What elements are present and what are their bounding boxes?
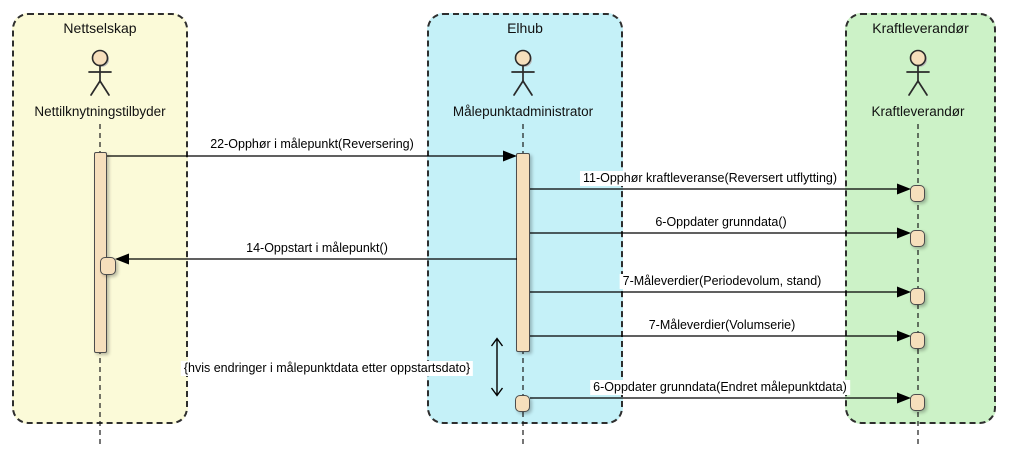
message-label-7: 6-Oppdater grunndata(Endret målepunktdat… bbox=[590, 380, 850, 395]
activation-nettilknytning-nested bbox=[100, 257, 116, 275]
arrowhead-msg7 bbox=[897, 392, 911, 404]
actor-label-kraftleverandor: Kraftleverandør bbox=[871, 104, 965, 119]
interval-double-arrow bbox=[490, 337, 504, 397]
message-label-3: 6-Oppdater grunndata() bbox=[652, 215, 790, 230]
lane-kraftleverandor: Kraftleverandør bbox=[845, 13, 996, 424]
lane-title-elhub: Elhub bbox=[507, 20, 543, 36]
message-label-4: 14-Oppstart i målepunkt() bbox=[243, 241, 391, 256]
activation-elhub-main bbox=[516, 153, 530, 352]
activation-kraft-1 bbox=[910, 185, 925, 202]
actor-icon bbox=[88, 49, 112, 96]
actor-label-malepunktadministrator: Målepunktadministrator bbox=[452, 104, 594, 119]
activation-nettilknytning-main bbox=[94, 152, 107, 353]
message-label-1: 22-Opphør i målepunkt(Reversering) bbox=[207, 137, 417, 152]
actor-kraftleverandor bbox=[900, 48, 936, 98]
constraint-label: {hvis endringer i målepunktdata etter op… bbox=[180, 361, 474, 376]
arrowhead-msg4 bbox=[115, 253, 129, 265]
activation-kraft-3 bbox=[910, 288, 925, 305]
arrowhead-msg1 bbox=[503, 150, 517, 162]
lane-elhub: Elhub bbox=[427, 13, 623, 424]
actor-icon bbox=[906, 49, 930, 96]
message-label-2: 11-Opphør kraftleveranse(Reversert utfly… bbox=[579, 171, 841, 186]
message-label-5: 7-Måleverdier(Periodevolum, stand) bbox=[619, 274, 825, 289]
arrowhead-msg3 bbox=[897, 227, 911, 239]
actor-icon bbox=[511, 49, 535, 96]
activation-elhub-small bbox=[515, 395, 530, 412]
lane-title-nettselskap: Nettselskap bbox=[63, 20, 137, 36]
actor-label-nettilknytningstilbyder: Nettilknytningstilbyder bbox=[34, 104, 166, 119]
message-label-6: 7-Måleverdier(Volumserie) bbox=[645, 318, 799, 333]
actor-nettilknytningstilbyder bbox=[82, 48, 118, 98]
arrowhead-msg6 bbox=[897, 330, 911, 342]
arrowhead-msg5 bbox=[897, 286, 911, 298]
arrowhead-msg2 bbox=[897, 183, 911, 195]
activation-kraft-4 bbox=[910, 332, 925, 349]
activation-kraft-2 bbox=[910, 230, 925, 247]
activation-kraft-5 bbox=[910, 394, 925, 411]
lane-title-kraftleverandor: Kraftleverandør bbox=[872, 20, 969, 36]
actor-malepunktadministrator bbox=[505, 48, 541, 98]
